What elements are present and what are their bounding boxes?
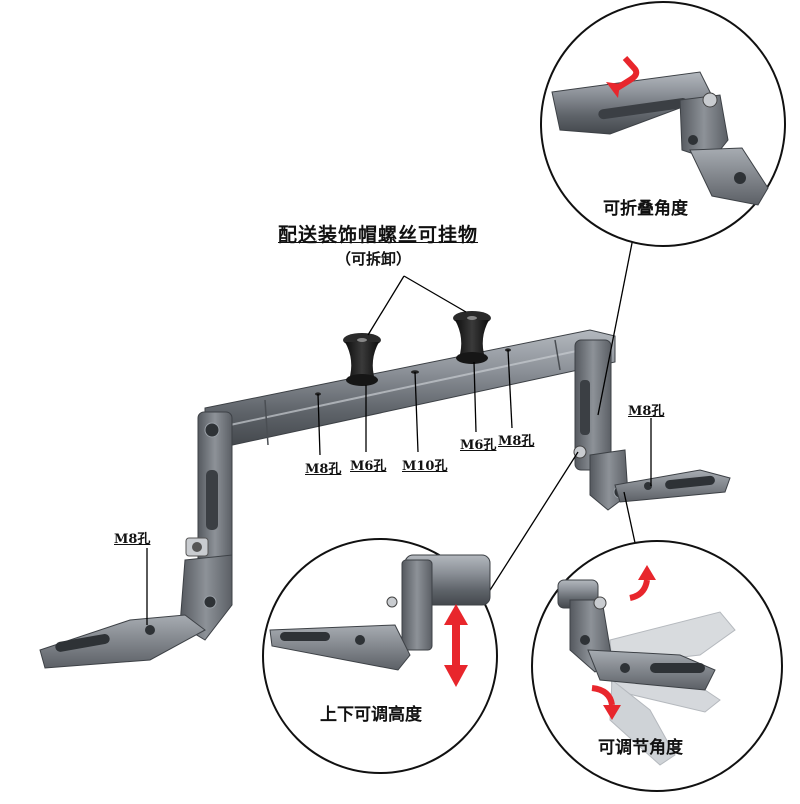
callout-fold-caption: 可折叠角度 xyxy=(603,198,689,219)
left-arm xyxy=(39,411,233,669)
callout-height: 上下可调高度 xyxy=(262,538,498,774)
knob-right xyxy=(453,311,491,364)
hole-label-m6-center: M6孔 xyxy=(350,459,387,474)
page-title: 配送装饰帽螺丝可挂物 xyxy=(278,224,479,246)
callout-height-caption: 上下可调高度 xyxy=(320,704,423,725)
hole-label-m10: M10孔 xyxy=(402,459,448,474)
page-subtitle: （可拆卸） xyxy=(336,250,412,268)
knob-left xyxy=(343,333,381,386)
hole-label-m8-center: M8孔 xyxy=(305,462,342,477)
callout-fold: 可折叠角度 xyxy=(540,1,786,247)
callout-angle: 可调节角度 xyxy=(531,540,783,792)
right-arm xyxy=(573,339,731,511)
hole-label-m6-right: M6孔 xyxy=(460,438,497,453)
hole-label-m8-right: M8孔 xyxy=(498,434,535,449)
hole-label-m8-left: M8孔 xyxy=(114,532,151,547)
pointer-lines xyxy=(146,237,652,625)
callout-angle-caption: 可调节角度 xyxy=(598,737,684,758)
crossbar xyxy=(204,329,616,447)
hole-label-m8-top: M8孔 xyxy=(628,404,665,419)
